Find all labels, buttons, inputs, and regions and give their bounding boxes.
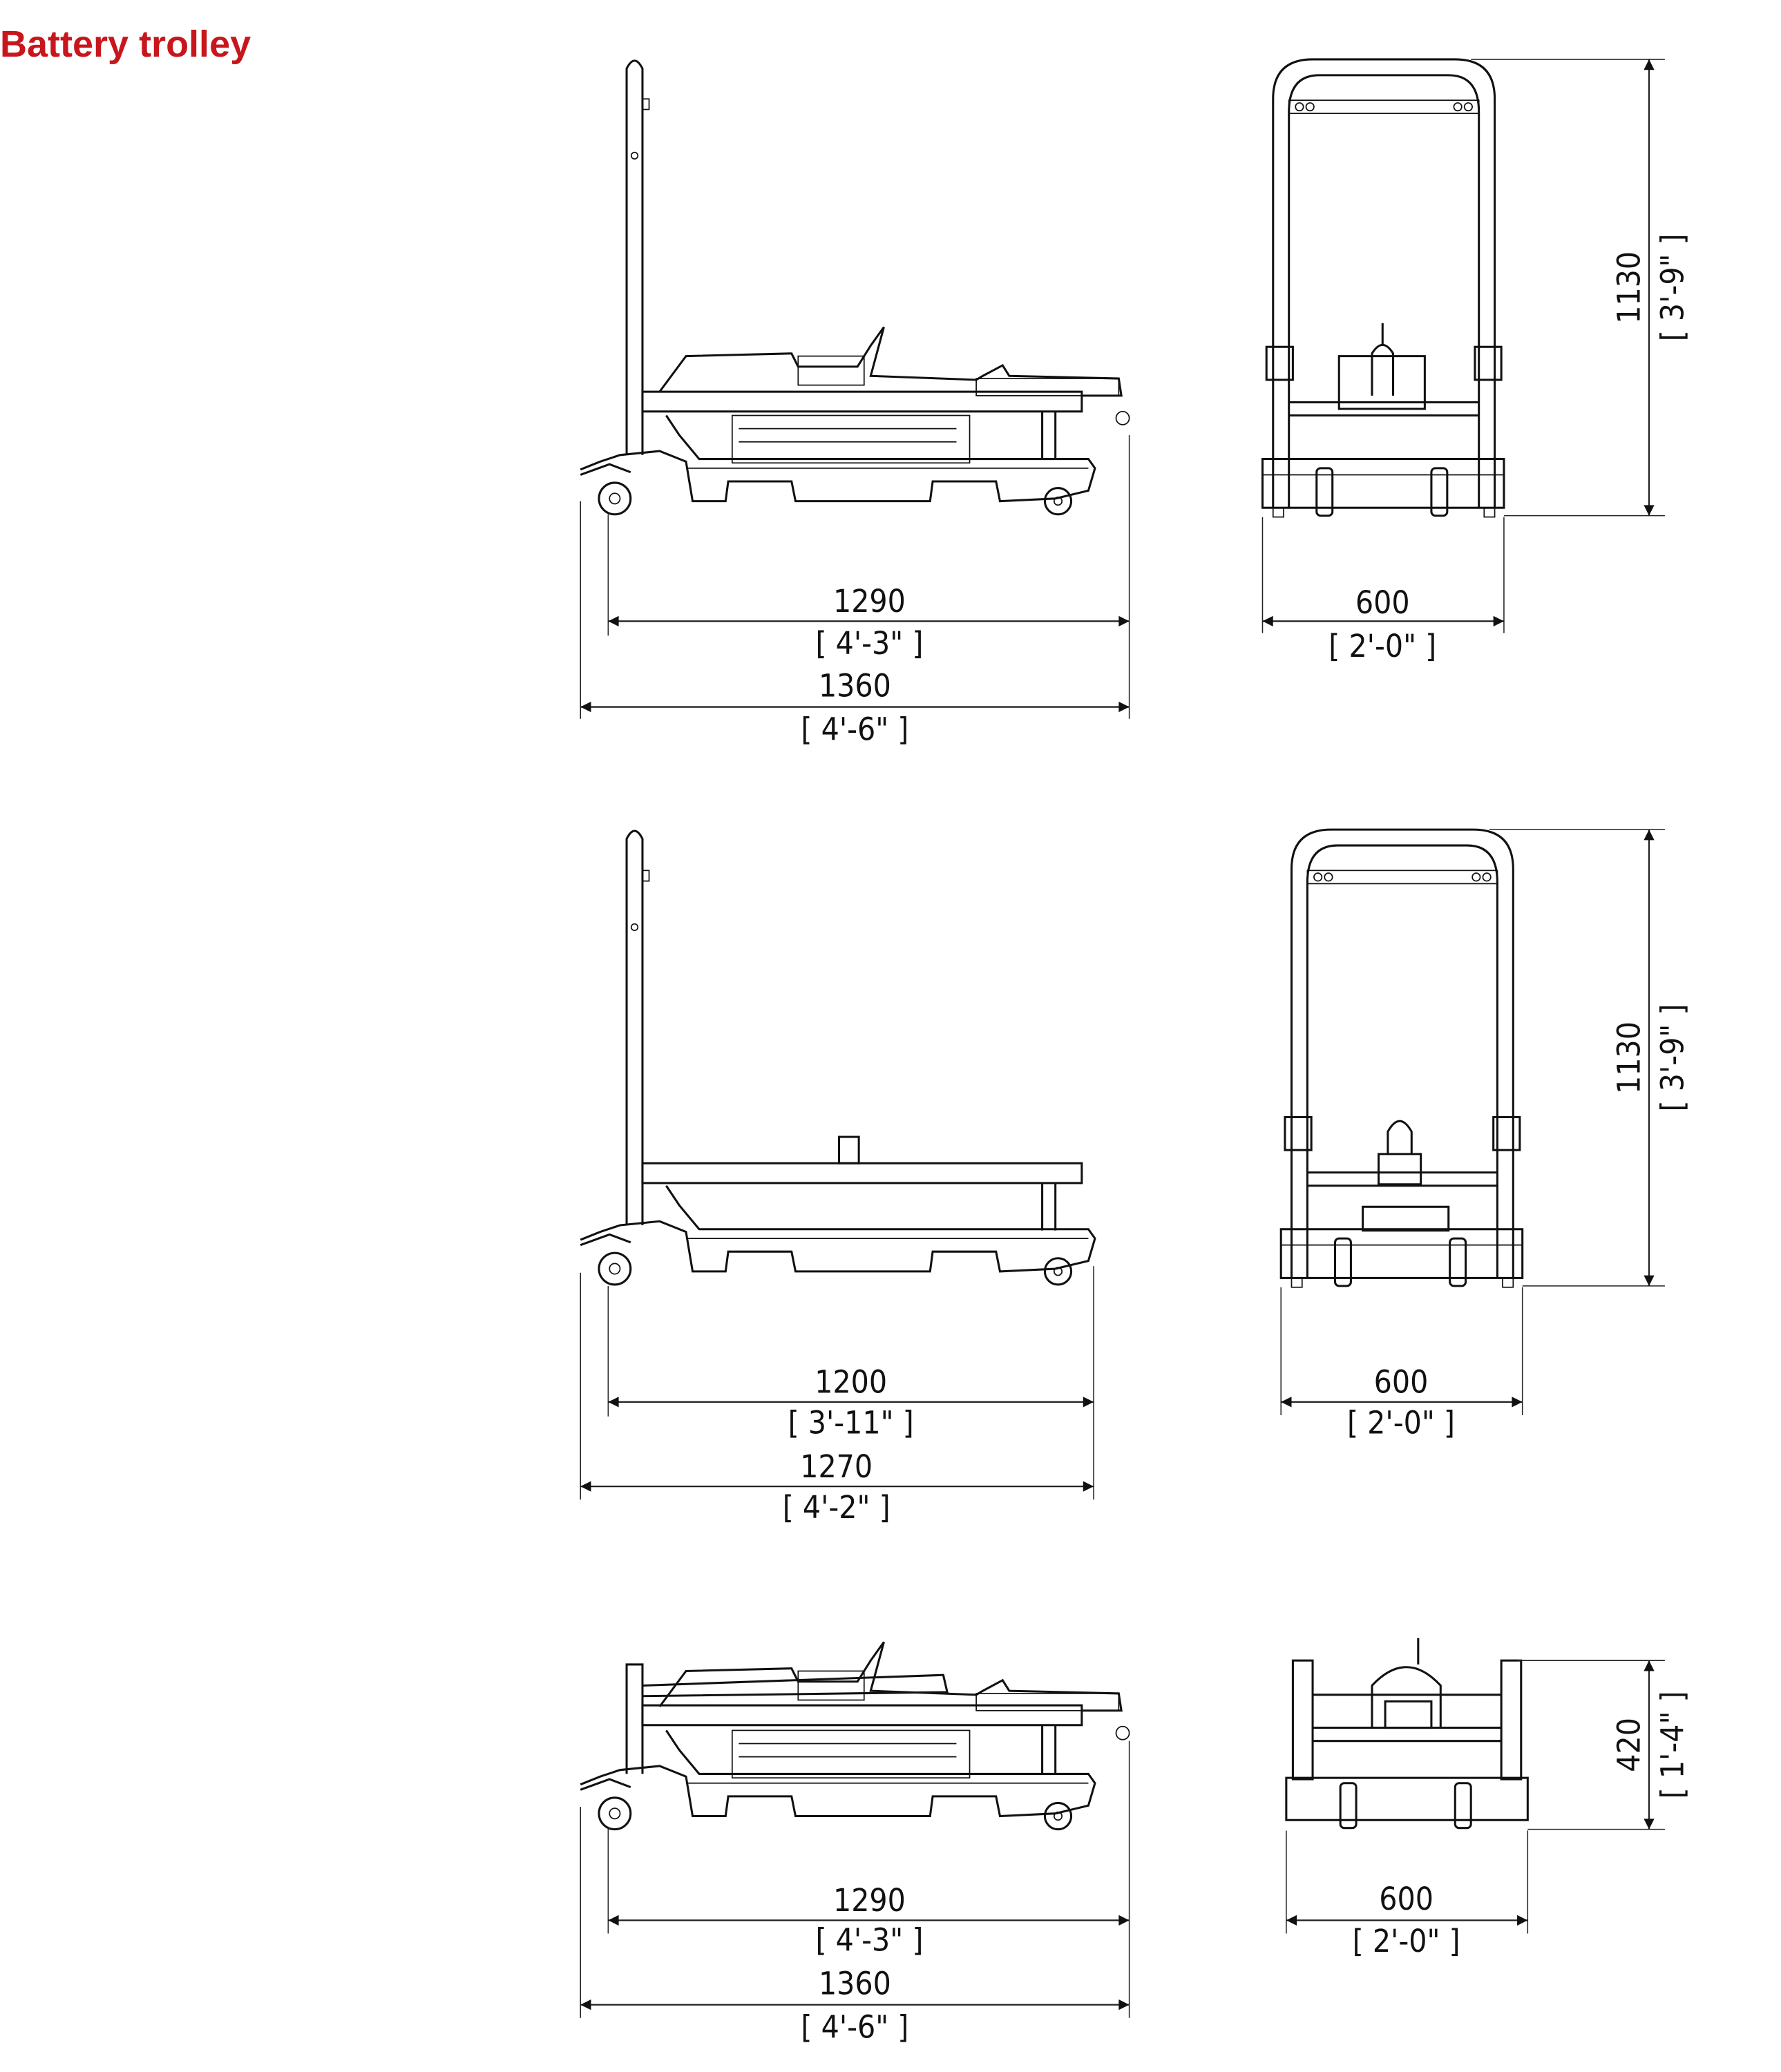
dimension-side-1-inner: 1290 [ 4'-3" ] 1360 [ 4'-6" ]: [580, 435, 1130, 747]
side-view-1: [579, 59, 1131, 516]
dimension-front-1: 600 [ 2'-0" ] 1130 [ 3'-9" ]: [1261, 59, 1691, 664]
dimension-front-3: 600 [ 2'-0" ] 420 [ 1'-4" ]: [1286, 1660, 1691, 1959]
dim-label-imperial: [ 2'-0" ]: [1347, 1404, 1455, 1441]
dim-label: 1130: [1610, 251, 1648, 324]
dim-label-imperial: [ 3'-9" ]: [1654, 233, 1691, 341]
dim-label: 1360: [819, 1964, 891, 2002]
dim-label-imperial: [ 2'-0" ]: [1353, 1922, 1460, 1959]
dim-label: 420: [1610, 1718, 1648, 1772]
dim-label: 600: [1374, 1363, 1429, 1401]
dim-label-imperial: [ 4'-3" ]: [815, 624, 923, 662]
dim-label-imperial: [ 4'-6" ]: [801, 710, 908, 747]
dim-label: 1130: [1610, 1021, 1648, 1094]
dim-label: 1270: [800, 1448, 873, 1485]
dimension-side-2: 1200 [ 3'-11" ] 1270 [ 4'-2" ]: [580, 1266, 1094, 1526]
front-view-2: [1279, 828, 1524, 1289]
front-view-3: [1285, 1638, 1529, 1830]
dim-label: 600: [1379, 1880, 1434, 1917]
dim-label-imperial: [ 3'-11" ]: [788, 1404, 914, 1441]
dim-label-imperial: [ 4'-3" ]: [815, 1921, 923, 1958]
dim-label-imperial: [ 4'-2" ]: [783, 1488, 891, 1526]
dim-label: 1290: [833, 582, 906, 620]
front-view-1: [1261, 58, 1505, 519]
dim-label-imperial: [ 3'-9" ]: [1654, 1004, 1691, 1112]
side-view-2: [579, 829, 1096, 1286]
dimension-front-2: 600 [ 2'-0" ] 1130 [ 3'-9" ]: [1280, 829, 1691, 1441]
dim-label-imperial: [ 1'-4" ]: [1654, 1691, 1691, 1798]
page-title: Battery trolley: [0, 23, 251, 65]
dim-label: 1360: [819, 666, 891, 704]
dim-label: 1200: [815, 1363, 887, 1401]
dim-label: 600: [1355, 584, 1410, 621]
dimension-side-3: 1290 [ 4'-3" ] 1360 [ 4'-6" ]: [580, 1740, 1130, 2045]
dim-label-imperial: [ 2'-0" ]: [1328, 627, 1436, 664]
side-view-3: [579, 1640, 1131, 1831]
dim-label: 1290: [833, 1881, 906, 1919]
dim-label-imperial: [ 4'-6" ]: [801, 2008, 908, 2045]
